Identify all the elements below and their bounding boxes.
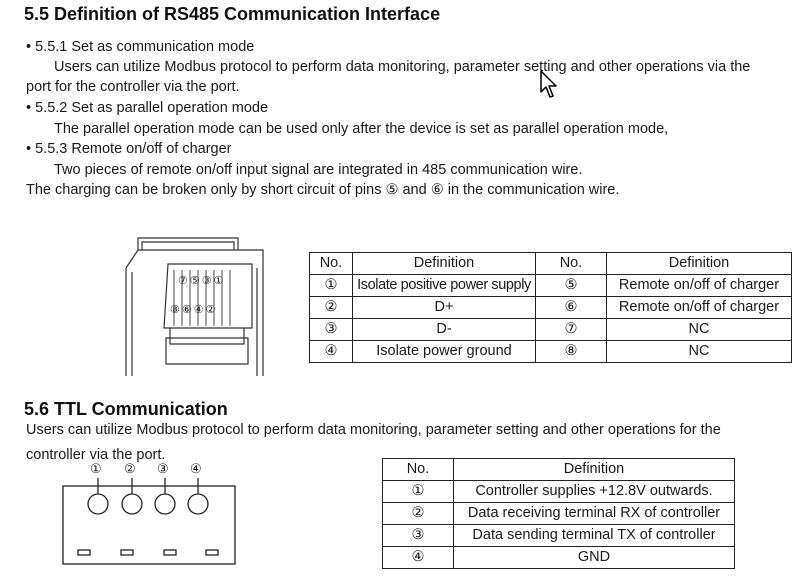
cell-no-2: ⑦ (535, 318, 607, 341)
cell-definition-2: NC (606, 318, 792, 341)
item-5-5-1-body-line2: port for the controller via the port. (26, 79, 240, 95)
cell-definition: Isolate power ground (352, 340, 536, 363)
item-5-5-3-body: Two pieces of remote on/off input signal… (54, 162, 583, 178)
pin-label-4: ④ (193, 304, 206, 316)
connector-pins-even: ⑧⑥④② (170, 303, 218, 316)
ttl-pin-label-3: ③ (157, 461, 169, 476)
item-5-5-1-heading: • 5.5.1 Set as communication mode (26, 39, 255, 55)
cell-no: ④ (309, 340, 353, 363)
section-title-ttl: 5.6 TTL Communication (24, 399, 228, 419)
header-definition-2: Definition (606, 252, 792, 275)
ttl-body-line2: controller via the port. (26, 447, 166, 463)
cell-no: ① (309, 274, 353, 297)
pin-label-2: ② (205, 304, 218, 316)
cell-definition: Isolate positive power supply (352, 274, 536, 297)
item-5-5-2-body: The parallel operation mode can be used … (54, 121, 669, 137)
table-row: ① Controller supplies +12.8V outwards. (382, 480, 735, 503)
rs485-pin-table: No. Definition No. Definition ① Isolate … (309, 252, 792, 363)
table-row: ③ Data sending terminal TX of controller (382, 524, 735, 547)
item-5-5-2-heading: • 5.5.2 Set as parallel operation mode (26, 100, 269, 116)
cell-definition: Data sending terminal TX of controller (453, 524, 735, 547)
table-row: ④ GND (382, 546, 735, 569)
cell-no: ① (382, 480, 454, 503)
table-row: ② D+ ⑥ Remote on/off of charger (309, 296, 792, 319)
cell-definition: Data receiving terminal RX of controller (453, 502, 735, 525)
table-header-row: No. Definition (382, 458, 735, 481)
table-row: ① Isolate positive power supply ⑤ Remote… (309, 274, 792, 297)
ttl-body-line1: Users can utilize Modbus protocol to per… (26, 422, 721, 438)
table-row: ④ Isolate power ground ⑧ NC (309, 340, 792, 363)
header-no: No. (309, 252, 353, 275)
cell-definition: Controller supplies +12.8V outwards. (453, 480, 735, 503)
section-title-rs485: 5.5 Definition of RS485 Communication In… (24, 4, 441, 24)
cell-definition-2: Remote on/off of charger (606, 296, 792, 319)
cell-no-2: ⑧ (535, 340, 607, 363)
pin-label-7: ⑦ (178, 275, 190, 287)
header-definition: Definition (453, 458, 735, 481)
table-row: ② Data receiving terminal RX of controll… (382, 502, 735, 525)
ttl-pin-table: No. Definition ① Controller supplies +12… (382, 458, 735, 569)
pin-label-8: ⑧ (170, 304, 182, 316)
mouse-pointer-icon (540, 70, 557, 98)
pin-label-5: ⑤ (189, 275, 202, 287)
ttl-pin-label-1: ① (90, 461, 102, 476)
cell-no-2: ⑥ (535, 296, 607, 319)
cell-no: ② (309, 296, 353, 319)
pin-label-1: ① (213, 275, 226, 287)
cell-no: ③ (382, 524, 454, 547)
header-definition: Definition (352, 252, 536, 275)
cell-no: ④ (382, 546, 454, 569)
cell-definition: GND (453, 546, 735, 569)
ttl-connector-diagram (62, 478, 236, 565)
cell-no: ② (382, 502, 454, 525)
ttl-pin-label-4: ④ (190, 461, 202, 476)
header-no: No. (382, 458, 454, 481)
item-5-5-1-body-line1: Users can utilize Modbus protocol to per… (54, 59, 751, 75)
cell-no-2: ⑤ (535, 274, 607, 297)
item-5-5-3-heading: • 5.5.3 Remote on/off of charger (26, 141, 232, 157)
cell-definition: D+ (352, 296, 536, 319)
cell-definition-2: NC (606, 340, 792, 363)
table-header-row: No. Definition No. Definition (309, 252, 792, 275)
connector-pins-odd: ⑦⑤③① (178, 274, 226, 287)
charging-note: The charging can be broken only by short… (26, 182, 620, 198)
header-no-2: No. (535, 252, 607, 275)
ttl-pin-label-2: ② (124, 461, 136, 476)
cell-definition-2: Remote on/off of charger (606, 274, 792, 297)
pin-label-3: ③ (201, 275, 214, 287)
pin-label-6: ⑥ (181, 304, 194, 316)
cell-no: ③ (309, 318, 353, 341)
cell-definition: D- (352, 318, 536, 341)
rj45-connector-diagram (125, 237, 264, 376)
table-row: ③ D- ⑦ NC (309, 318, 792, 341)
